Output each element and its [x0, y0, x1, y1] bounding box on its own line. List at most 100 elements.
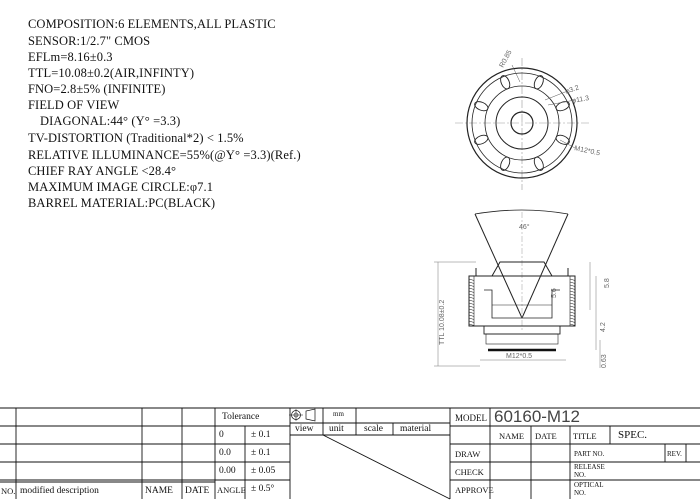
spec-sensor: SENSOR:1/2.7" CMOS — [28, 34, 151, 48]
barrel-notch — [500, 75, 511, 90]
thread-tick — [569, 320, 576, 323]
thread-tick — [569, 323, 576, 326]
thread-tick — [468, 323, 475, 326]
dim-42: 4.2 — [600, 322, 607, 332]
tol-row-3-label: ANGLE — [217, 485, 246, 495]
thread-tick — [468, 299, 475, 302]
barrel-notch — [500, 156, 511, 171]
spec-cra: CHIEF RAY ANGLE <28.4° — [28, 164, 177, 178]
tol-row-2-value: ± 0.05 — [251, 466, 276, 476]
barrel-notch — [474, 101, 489, 112]
dim-inner: φ11.3 — [571, 95, 590, 105]
spec-ttl: TTL=10.08±0.2(AIR,INFINTY) — [28, 66, 195, 80]
spec-distortion: TV-DISTORTION (Traditional*2) < 1.5% — [28, 131, 244, 145]
model-value: 60160-M12 — [494, 407, 581, 426]
thread-tick — [569, 317, 576, 320]
tol-row-3-value: ± 0.5° — [251, 484, 275, 494]
thread-tick — [468, 305, 475, 308]
thread-tick — [569, 293, 576, 296]
tol-row-1-value: ± 0.1 — [251, 448, 271, 458]
tol-row-2-label: 0.00 — [219, 466, 236, 476]
title-label: TITLE — [573, 431, 597, 441]
date-column: DATE — [535, 431, 557, 441]
dim-063: 0.63 — [601, 354, 608, 368]
draw-label: DRAW — [455, 449, 481, 459]
spec-fov-title: FIELD OF VIEW — [28, 98, 120, 112]
no-label: NO. — [1, 486, 16, 496]
spec-efl: EFLm=8.16±0.3 — [28, 50, 113, 64]
thread-tick — [468, 284, 475, 287]
aperture-circle — [510, 111, 534, 135]
tol-row-0-value: ± 0.1 — [251, 430, 271, 440]
tol-row-1-label: 0.0 — [219, 448, 231, 458]
unit-symbol: mm — [333, 410, 344, 418]
thread-tick — [569, 281, 576, 284]
lens-front-view — [455, 58, 590, 190]
dim-hole: φ3.2 — [564, 84, 580, 95]
modified-label: modified description — [20, 486, 99, 496]
dim-58: 5.8 — [604, 278, 611, 288]
thread-tick — [569, 302, 576, 305]
dim-bottom: M12*0.5 — [506, 353, 532, 360]
release-label-2: NO. — [574, 471, 586, 479]
thread-tick — [569, 296, 576, 299]
thread-tick — [569, 299, 576, 302]
thread-tick — [569, 290, 576, 293]
unit-label: unit — [329, 424, 344, 434]
spec-image-circle: MAXIMUM IMAGE CIRCLE:φ7.1 — [28, 180, 214, 194]
spec-barrel-material: BARREL MATERIAL:PC(BLACK) — [28, 196, 216, 210]
thread-tick — [569, 278, 576, 281]
approve-label: APPROVE — [455, 485, 494, 495]
dim-ttl: TTL 10.08±0.2 — [439, 300, 446, 345]
spec-fno: FNO=2.8±5% (INFINITE) — [28, 82, 166, 96]
thread-tick — [569, 308, 576, 311]
spec-fov-diagonal: DIAGONAL:44° (Y° =3.3) — [40, 114, 181, 128]
thread-tick — [468, 311, 475, 314]
dim-r085: R0.85 — [499, 49, 514, 69]
thread-ticks — [468, 278, 576, 326]
optical-label-2: NO. — [574, 489, 586, 497]
spec-illuminance: RELATIVE ILLUMINANCE=55%(@Y° =3.3)(Ref.) — [28, 148, 301, 162]
date-label: DATE — [185, 486, 210, 496]
barrel-outer-circle — [466, 67, 578, 179]
barrel-notch — [555, 134, 570, 145]
dim-thread: M12*0.5 — [574, 145, 601, 157]
title-block-grid — [0, 407, 700, 500]
thread-tick — [468, 278, 475, 281]
thread-tick — [468, 308, 475, 311]
thread-tick — [468, 314, 475, 317]
view-label: view — [295, 424, 314, 434]
name-label: NAME — [145, 486, 173, 496]
thread-tick — [468, 296, 475, 299]
tol-row-0-label: 0 — [219, 430, 224, 440]
model-label: MODEL — [455, 413, 487, 423]
thread-tick — [569, 311, 576, 314]
scale-label: scale — [364, 424, 383, 434]
thread-tick — [468, 320, 475, 323]
thread-tick — [468, 302, 475, 305]
thread-tick — [468, 317, 475, 320]
thread-tick — [468, 281, 475, 284]
material-label: material — [400, 424, 432, 434]
barrel-notch — [533, 75, 544, 90]
dim-angle: 46° — [519, 223, 530, 231]
spec-composition: COMPOSITION:6 ELEMENTS,ALL PLASTIC — [28, 17, 276, 31]
check-label: CHECK — [455, 467, 484, 477]
release-label-1: RELEASE — [574, 463, 605, 471]
tolerance-header: Tolerance — [222, 412, 260, 422]
thread-tick — [569, 284, 576, 287]
thread-tick — [569, 287, 576, 290]
name-column: NAME — [499, 431, 525, 441]
thread-tick — [468, 290, 475, 293]
title-value: SPEC. — [618, 429, 648, 441]
rev-label: REV. — [667, 450, 682, 458]
part-no-label: PART NO. — [574, 450, 605, 458]
barrel-notch — [474, 134, 489, 145]
thread-tick — [468, 293, 475, 296]
lens-side-view — [434, 209, 601, 368]
thread-tick — [569, 305, 576, 308]
optical-label-1: OPTICAL — [574, 481, 604, 489]
thread-tick — [569, 314, 576, 317]
